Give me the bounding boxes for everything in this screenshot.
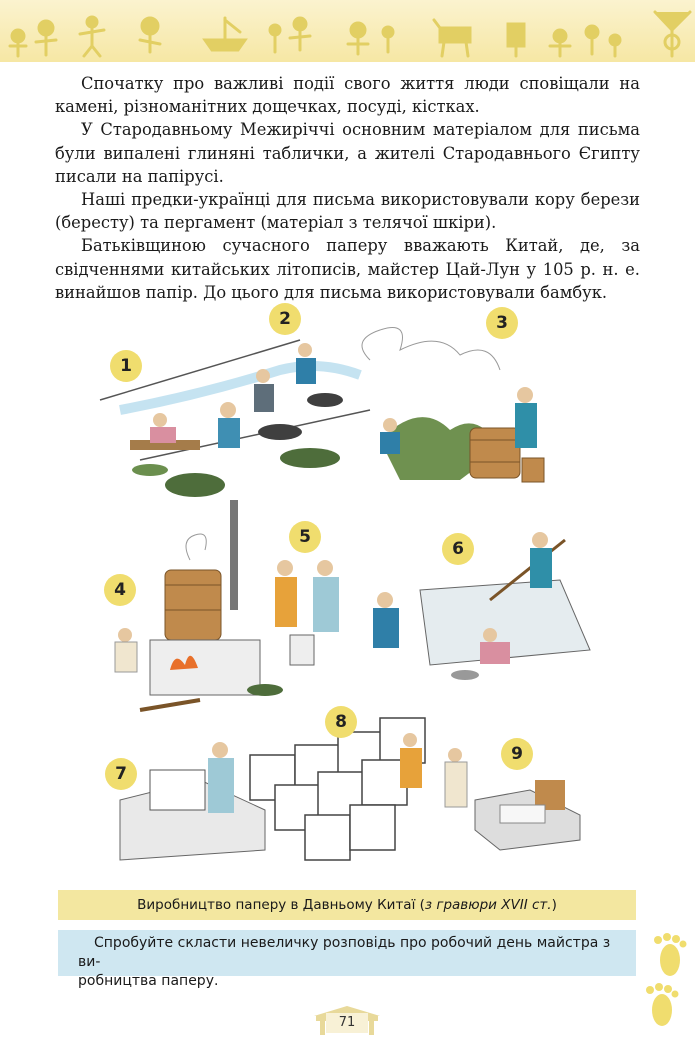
step-marker-2: 2	[269, 303, 301, 335]
task-line-2: робництва паперу.	[78, 973, 219, 989]
caption-main: Виробництво паперу в Давньому Китаї (	[137, 897, 425, 913]
step-marker-8: 8	[325, 706, 357, 738]
step-marker-3: 3	[486, 307, 518, 339]
paragraph-3: Наші предки-українці для письма використ…	[55, 190, 640, 233]
step-marker-9: 9	[501, 738, 533, 770]
page-number-badge: 71	[310, 1004, 384, 1035]
step-marker-7: 7	[105, 758, 137, 790]
paper-making-drawing	[99, 327, 591, 861]
caption-close: )	[551, 897, 557, 913]
task-box: Спробуйте скласти невеличку розповідь пр…	[58, 930, 636, 989]
paragraph-4: Батьківщиною сучасного паперу вважають К…	[55, 236, 640, 302]
caption-source: з гравюри XVII ст.	[424, 897, 552, 913]
page-number: 71	[326, 1013, 368, 1033]
step-marker-6: 6	[442, 533, 474, 565]
step-marker-5: 5	[289, 521, 321, 553]
task-line-1: Спробуйте скласти невеличку розповідь пр…	[78, 935, 611, 970]
main-text: Спочатку про важливі події свого життя л…	[55, 72, 640, 304]
step-marker-1: 1	[110, 350, 142, 382]
paragraph-1: Спочатку про важливі події свого життя л…	[55, 74, 640, 117]
illustration-caption: Виробництво паперу в Давньому Китаї (з г…	[58, 890, 636, 920]
petroglyph-figures-icon	[8, 10, 692, 58]
header-decoration-band	[0, 0, 695, 62]
paragraph-2: У Стародавньому Межиріччі основним матер…	[55, 120, 640, 186]
footprints-icon	[646, 933, 687, 1026]
step-marker-4: 4	[104, 574, 136, 606]
paper-making-illustration: 1 2 3 4 5 6 7 8 9	[80, 300, 640, 888]
